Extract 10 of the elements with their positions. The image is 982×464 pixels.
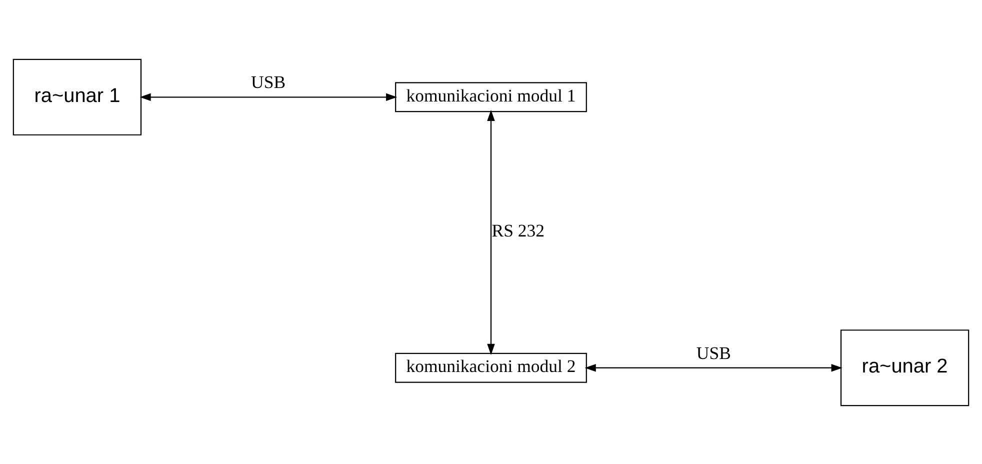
node-box: ra~unar 2 (840, 329, 970, 406)
node-box: komunikacioni modul 1 (395, 82, 587, 112)
arrow (140, 92, 398, 101)
node-box: ra~unar 1 (12, 58, 142, 135)
edge-label: USB (696, 342, 731, 362)
edge-label: USB (251, 72, 286, 92)
arrow (487, 109, 495, 355)
edge-label: RS 232 (492, 220, 545, 240)
node-box: komunikacioni modul 2 (395, 352, 587, 382)
arrow (584, 363, 842, 372)
